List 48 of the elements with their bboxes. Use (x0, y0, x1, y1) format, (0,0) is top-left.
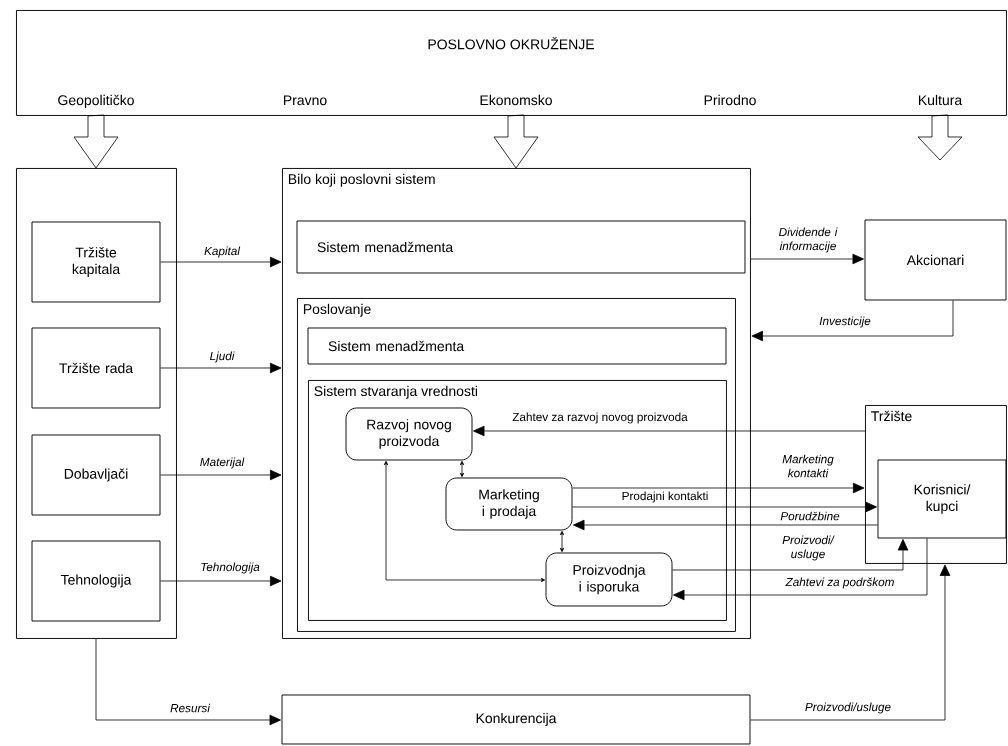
process-box: Akcionari (864, 219, 1007, 301)
process-box: Korisnici/ kupci (877, 459, 1007, 539)
arrow (751, 300, 954, 342)
process-box: Marketing i prodaja (445, 477, 573, 531)
edge-label: Porudžbine (780, 511, 840, 521)
arrow (572, 501, 877, 513)
arrow (672, 539, 909, 571)
edge-label: Kapital (204, 246, 241, 258)
block-arrow (493, 114, 539, 169)
arrow (572, 482, 865, 494)
arrow (559, 530, 565, 553)
edge-label: Materijal (200, 457, 245, 469)
arrow (160, 256, 282, 268)
arrow (160, 362, 282, 374)
process-box: Tehnologija (31, 540, 161, 622)
arrow (95, 638, 281, 726)
edge-label: Zahtev za razvoj novog proizvoda (512, 412, 688, 424)
block-arrow (917, 114, 963, 161)
process-box: Sistem menadžmenta (307, 327, 727, 365)
process-box: Konkurencija (281, 694, 751, 745)
arrow (750, 564, 951, 721)
arrow (673, 538, 928, 601)
process-box: Tržište kapitala (31, 221, 161, 303)
edge-label: Prodajni kontakti (622, 491, 708, 503)
edge-label: Proizvodi/usluge (805, 702, 891, 714)
edge-label: Zahtevi za podrškom (785, 577, 894, 589)
container-box (16, 168, 177, 639)
arrow (750, 253, 864, 265)
process-box: Tržište rada (31, 327, 161, 409)
block-arrow (73, 114, 119, 169)
arrow (573, 519, 878, 531)
arrow (459, 460, 465, 478)
process-box: Sistem menadžmenta (296, 220, 746, 274)
process-box: Razvoj novog proizvoda (345, 407, 473, 461)
environment-box: POSLOVNO OKRUŽENJE Geopolitičko Pravno Ekonomsko Prirodno Kultura (16, 10, 1007, 116)
arrow (160, 469, 282, 481)
arrow (160, 575, 282, 587)
edge-label: Ljudi (209, 351, 235, 363)
process-box: Dobavljači (31, 434, 161, 516)
edge-label: Dividende i informacije (779, 227, 838, 253)
process-box: Proizvodnja i isporuka (545, 552, 673, 607)
edge-label: Proizvodi/ usluge (782, 535, 835, 561)
arrow (473, 425, 866, 437)
edge-label: Tehnologija (201, 562, 260, 574)
edge-label: Investicije (819, 316, 871, 328)
edge-label: Marketing kontakti (782, 454, 834, 478)
edge-label: Resursi (170, 703, 211, 713)
arrow (383, 460, 546, 583)
